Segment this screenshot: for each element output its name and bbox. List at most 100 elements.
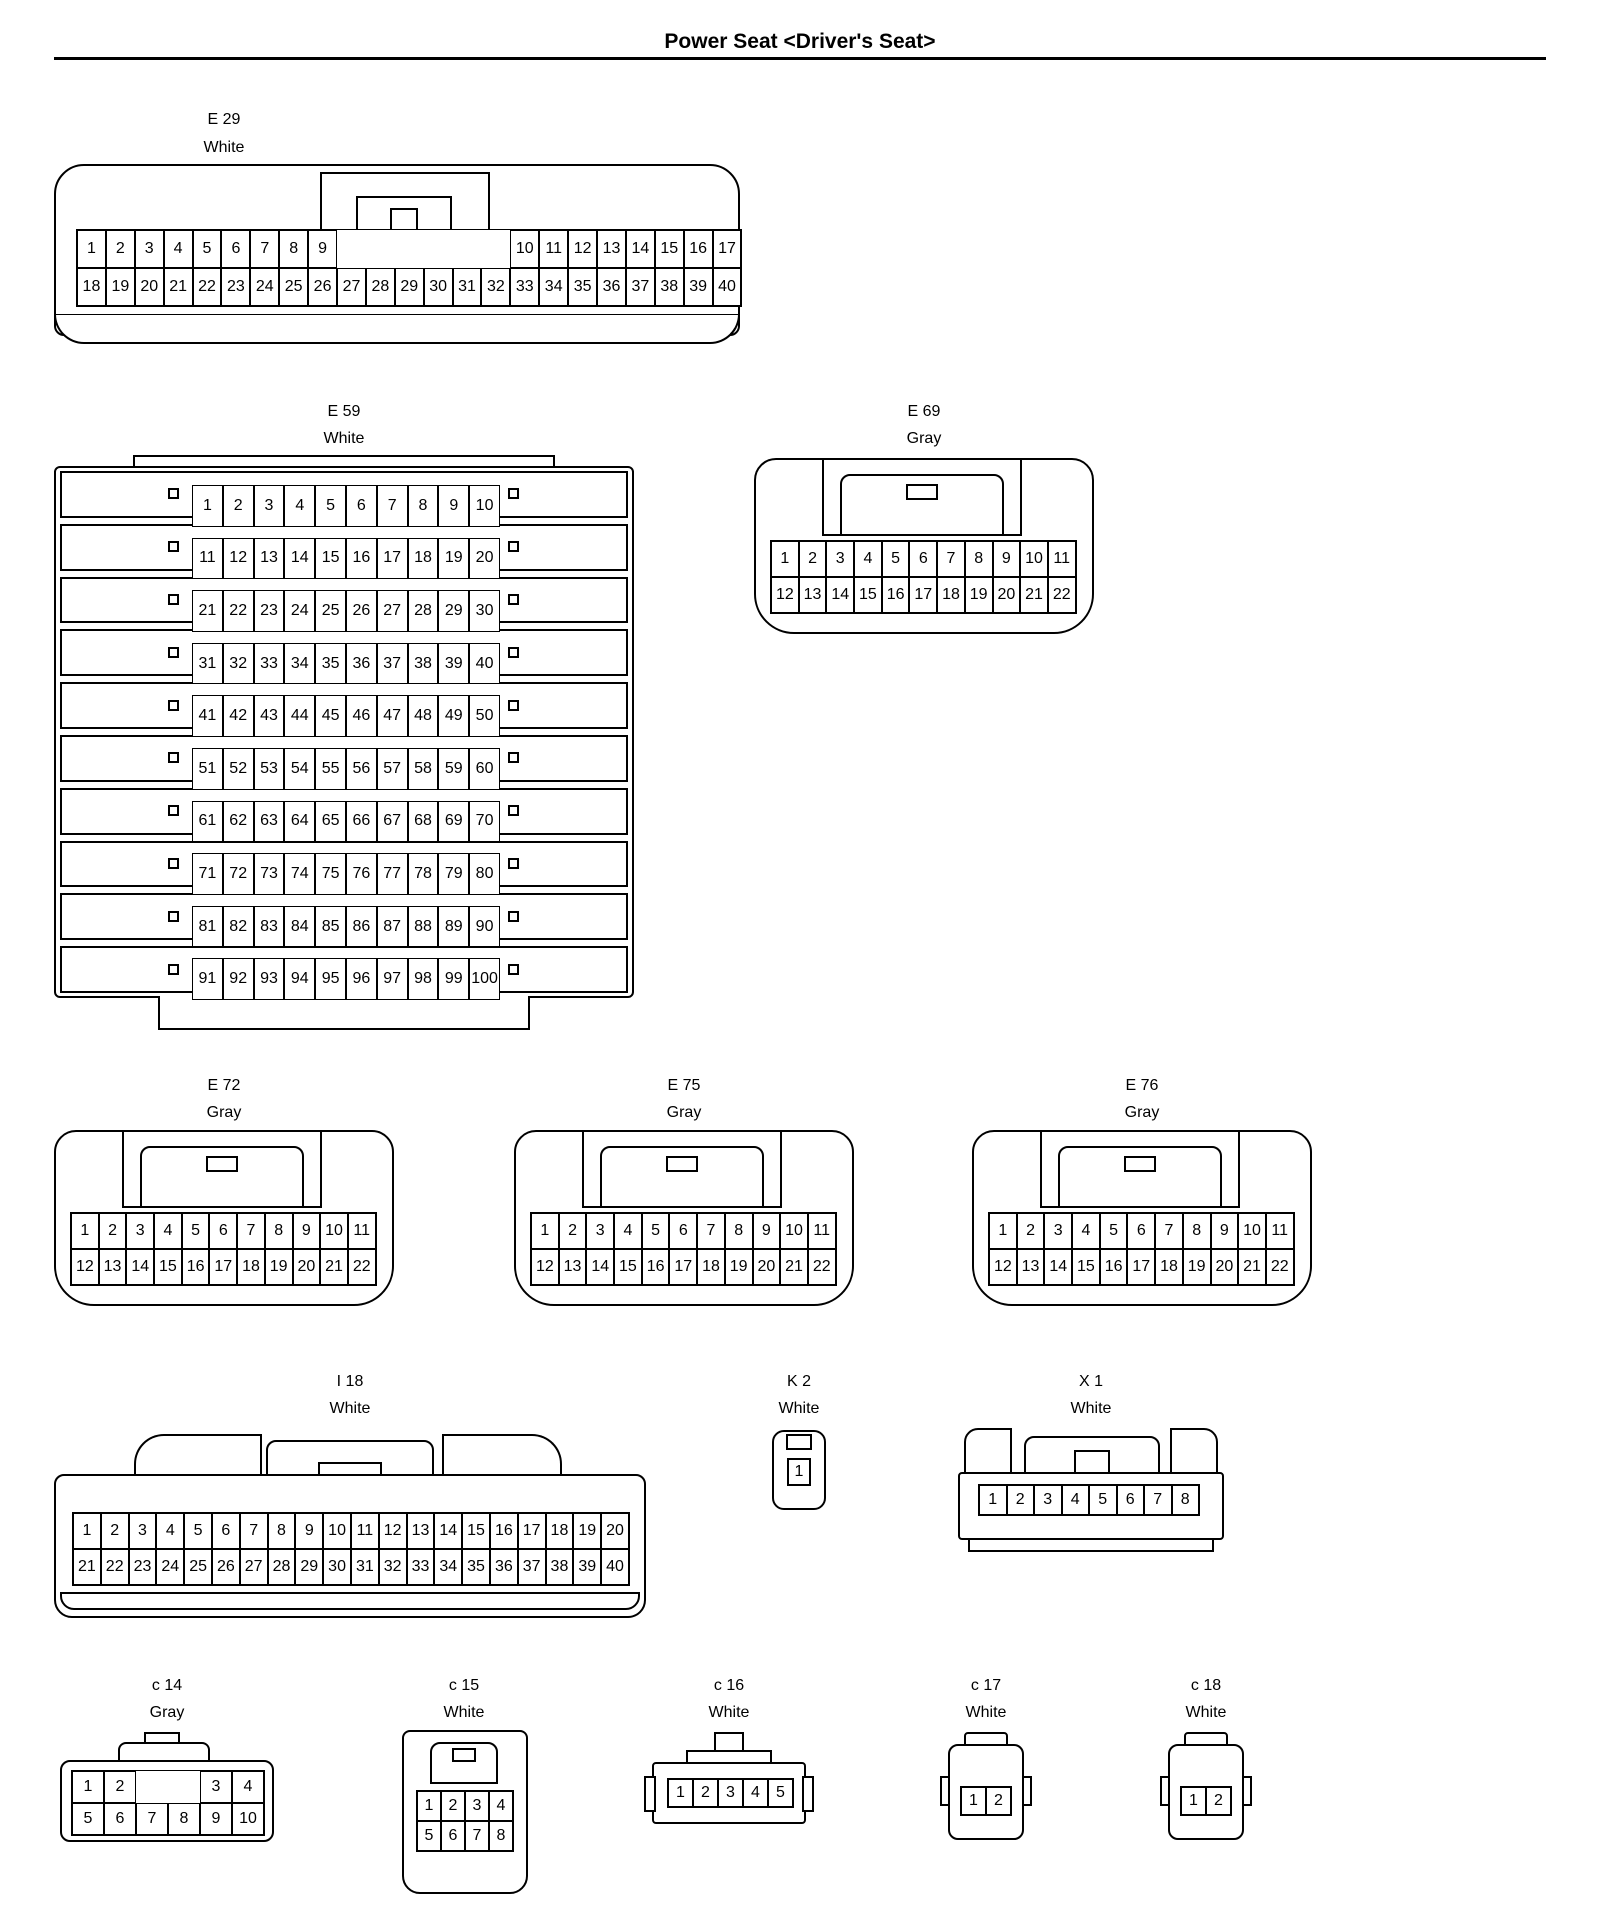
pin-cell: 15 bbox=[462, 1513, 490, 1549]
pin-cell: 4 bbox=[1072, 1213, 1100, 1249]
latch-square bbox=[168, 699, 179, 711]
pin-cell: 63 bbox=[253, 800, 285, 843]
latch-square bbox=[168, 488, 179, 500]
left-ear bbox=[1160, 1776, 1170, 1806]
connector-code: E 69 bbox=[907, 403, 941, 420]
pin-cell: 22 bbox=[347, 1249, 376, 1285]
pin-cell: 56 bbox=[345, 747, 377, 790]
pin-cell: 84 bbox=[284, 905, 316, 948]
pin-cell: 28 bbox=[365, 268, 395, 306]
left-ear bbox=[644, 1776, 656, 1812]
connector-color: Gray bbox=[666, 1104, 702, 1121]
pin-slot-empty bbox=[136, 1771, 168, 1803]
connector-color: Gray bbox=[149, 1704, 185, 1721]
connector-color: White bbox=[203, 139, 245, 156]
pin-cell: 8 bbox=[1171, 1485, 1199, 1515]
pin-slot-empty bbox=[394, 230, 424, 268]
pin-cell: 88 bbox=[407, 905, 439, 948]
pin-cell: 13 bbox=[253, 537, 285, 580]
pin-cell: 3 bbox=[465, 1791, 489, 1821]
latch-bump bbox=[666, 1156, 698, 1172]
pin-cell: 2 bbox=[98, 1213, 127, 1249]
pin-cell: 44 bbox=[284, 695, 316, 737]
pin-cell: 4 bbox=[154, 1213, 182, 1249]
pin-cell: 40 bbox=[712, 268, 742, 306]
pin-cell: 19 bbox=[105, 268, 135, 306]
pin-cell: 64 bbox=[284, 800, 316, 843]
latch-square bbox=[168, 646, 179, 658]
pin-cell: 12 bbox=[71, 1249, 99, 1285]
pin-cell: 7 bbox=[376, 485, 408, 527]
pin-cell: 19 bbox=[438, 537, 470, 580]
connector-color: White bbox=[778, 1400, 820, 1417]
pin-cell: 2 bbox=[222, 485, 254, 527]
pin-cell: 2 bbox=[441, 1791, 465, 1821]
pin-cell: 5 bbox=[184, 1513, 212, 1549]
connector-code: c 14 bbox=[151, 1677, 183, 1694]
connector-color: White bbox=[323, 430, 365, 447]
pin-cell: 34 bbox=[539, 268, 569, 306]
pin-cell: 16 bbox=[683, 230, 713, 268]
pin-cell: 4 bbox=[1061, 1485, 1089, 1515]
pin-cell: 29 bbox=[438, 590, 470, 632]
pin-cell: 73 bbox=[253, 853, 285, 895]
pin-cell: 16 bbox=[181, 1249, 210, 1285]
pin-cell: 1 bbox=[531, 1213, 559, 1249]
pin-cell: 10 bbox=[469, 485, 500, 527]
latch-bump bbox=[452, 1748, 476, 1762]
pin-cell: 12 bbox=[378, 1513, 407, 1549]
pin-cell: 2 bbox=[1016, 1213, 1045, 1249]
pin-cell: 12 bbox=[771, 577, 799, 613]
pin-cell: 87 bbox=[376, 905, 408, 948]
pin-cell: 6 bbox=[211, 1513, 240, 1549]
pin-cell: 37 bbox=[625, 268, 655, 306]
pin-cell: 53 bbox=[253, 747, 285, 790]
connector-color: Gray bbox=[906, 430, 942, 447]
pin-cell: 43 bbox=[253, 695, 285, 737]
connector-code: I 18 bbox=[336, 1373, 364, 1390]
pin-cell: 20 bbox=[134, 268, 164, 306]
pin-cell: 11 bbox=[1047, 541, 1076, 577]
latch-square bbox=[168, 858, 179, 869]
pin-cell: 21 bbox=[73, 1549, 101, 1585]
pin-cell: 9 bbox=[292, 1213, 321, 1249]
pin-cell: 4 bbox=[163, 230, 193, 268]
pin-cell: 1 bbox=[192, 485, 223, 527]
pin-cell: 9 bbox=[200, 1803, 232, 1835]
pin-cell: 15 bbox=[315, 537, 346, 580]
pin-cell: 3 bbox=[826, 541, 855, 577]
pin-cell: 8 bbox=[264, 1213, 293, 1249]
pin-cell: 3 bbox=[718, 1779, 743, 1807]
pin-cell: 10 bbox=[323, 1513, 351, 1549]
pin-cell: 6 bbox=[104, 1803, 136, 1835]
pin-cell: 4 bbox=[614, 1213, 642, 1249]
pin-cell: 36 bbox=[345, 642, 377, 685]
pin-cell: 49 bbox=[438, 695, 470, 737]
pin-cell: 17 bbox=[909, 577, 938, 613]
pin-cell: 19 bbox=[1182, 1249, 1211, 1285]
page-title: Power Seat <Driver's Seat> bbox=[664, 30, 936, 53]
pin-cell: 26 bbox=[308, 268, 338, 306]
pin-cell: 18 bbox=[1155, 1249, 1183, 1285]
pin-cell: 2 bbox=[986, 1787, 1011, 1815]
latch-square bbox=[508, 488, 519, 500]
pin-cell: 28 bbox=[407, 590, 439, 632]
pin-cell: 3 bbox=[253, 485, 285, 527]
pin-cell: 79 bbox=[438, 853, 470, 895]
pin-cell: 7 bbox=[1144, 1485, 1172, 1515]
connector-k2: K 2 White 1 bbox=[756, 1372, 842, 1522]
pin-cell: 34 bbox=[434, 1549, 463, 1585]
pin-cell: 1 bbox=[771, 541, 799, 577]
pin-cell: 9 bbox=[752, 1213, 781, 1249]
latch-square bbox=[168, 910, 179, 922]
